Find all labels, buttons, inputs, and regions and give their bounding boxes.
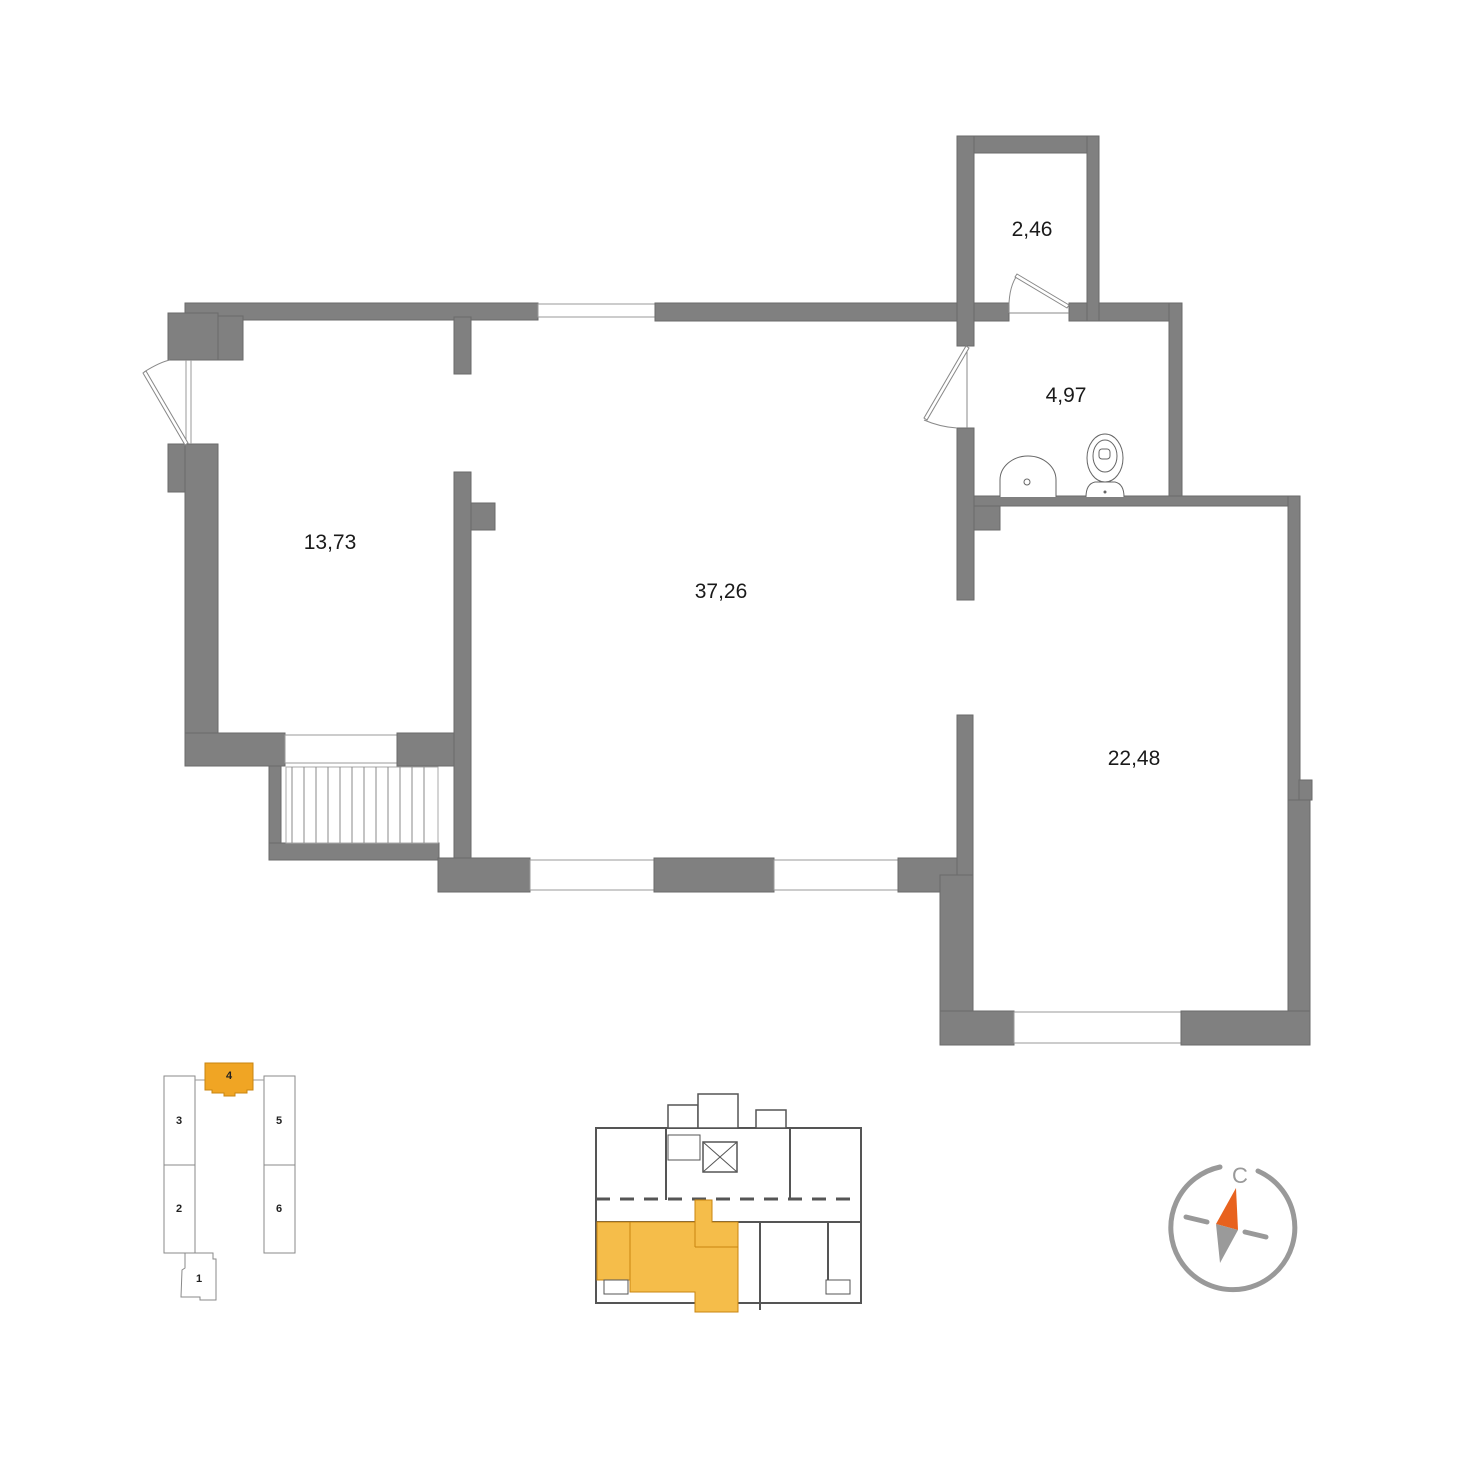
window-bottom-1 [529, 859, 655, 891]
window-left-room [284, 734, 398, 764]
building-2[interactable] [163, 1164, 196, 1254]
wall-bottom-2 [653, 857, 775, 893]
wall-top-mid [654, 302, 961, 322]
partition-right [956, 714, 974, 876]
wall-top-bath-right [1068, 302, 1183, 322]
room-area-label: 37,26 [695, 580, 748, 603]
building-number: 4 [226, 1070, 233, 1082]
building-4[interactable] [204, 1062, 254, 1097]
compass-needle-south [1216, 1224, 1238, 1263]
right-room-pilaster [1298, 779, 1313, 801]
building-3[interactable] [163, 1075, 196, 1166]
building-number: 6 [276, 1203, 282, 1215]
bath-right-wall [1168, 302, 1183, 501]
selected-apartment-highlight[interactable] [596, 1199, 739, 1313]
compass-ring [1168, 1164, 1298, 1293]
partition-upper [453, 316, 472, 375]
building-1[interactable] [180, 1252, 217, 1301]
floor-key-plan [595, 1093, 862, 1313]
storage-door[interactable] [1008, 273, 1070, 314]
entrance-door[interactable] [142, 359, 192, 446]
room-area-label: 2,46 [1012, 218, 1053, 241]
toilet-icon [1085, 433, 1125, 498]
window-bottom-2 [773, 859, 899, 891]
wall-left-room-bottom-1 [184, 732, 286, 767]
partition-lower [453, 471, 472, 893]
room-area-label: 4,97 [1046, 384, 1087, 407]
wall-left [184, 443, 219, 767]
building-number: 1 [196, 1273, 202, 1285]
column-mid [470, 502, 496, 531]
room-area-label: 22,48 [1108, 747, 1161, 770]
balcony-bottom-wall [268, 842, 440, 861]
window-right-room [1013, 1011, 1182, 1044]
floor-plan: 13,73 37,26 2,46 4,97 22,48 [142, 135, 1313, 1046]
right-room-right-wall-lower [1287, 799, 1311, 1046]
building-6[interactable] [263, 1164, 296, 1254]
storage-right-wall [1086, 135, 1100, 322]
left-pier-top [167, 312, 219, 361]
right-room-bottom-1 [939, 1010, 1015, 1046]
column-bath [973, 505, 1001, 531]
balcony-railing [285, 766, 439, 844]
bathroom-door[interactable] [923, 345, 970, 429]
room-area-label: 13,73 [304, 531, 357, 554]
bath-bottom-wall [973, 495, 1301, 507]
compass-needle-north [1216, 1188, 1238, 1230]
building-number: 5 [276, 1115, 282, 1127]
compass-north-label: С [1232, 1163, 1248, 1188]
storage-top-wall [956, 135, 1100, 154]
compass: С [1168, 1163, 1298, 1293]
site-map: 4 3 2 5 6 1 [163, 1062, 296, 1301]
right-room-bottom-2 [1180, 1010, 1311, 1046]
storage-left-wall [956, 135, 975, 347]
sink-icon [999, 455, 1057, 497]
bath-left-wall-lower [956, 427, 975, 601]
window-top [537, 303, 656, 318]
wall-bottom-1 [437, 857, 531, 893]
building-number: 3 [176, 1115, 182, 1127]
building-number: 2 [176, 1203, 182, 1215]
left-pier-top-inner [217, 315, 244, 361]
